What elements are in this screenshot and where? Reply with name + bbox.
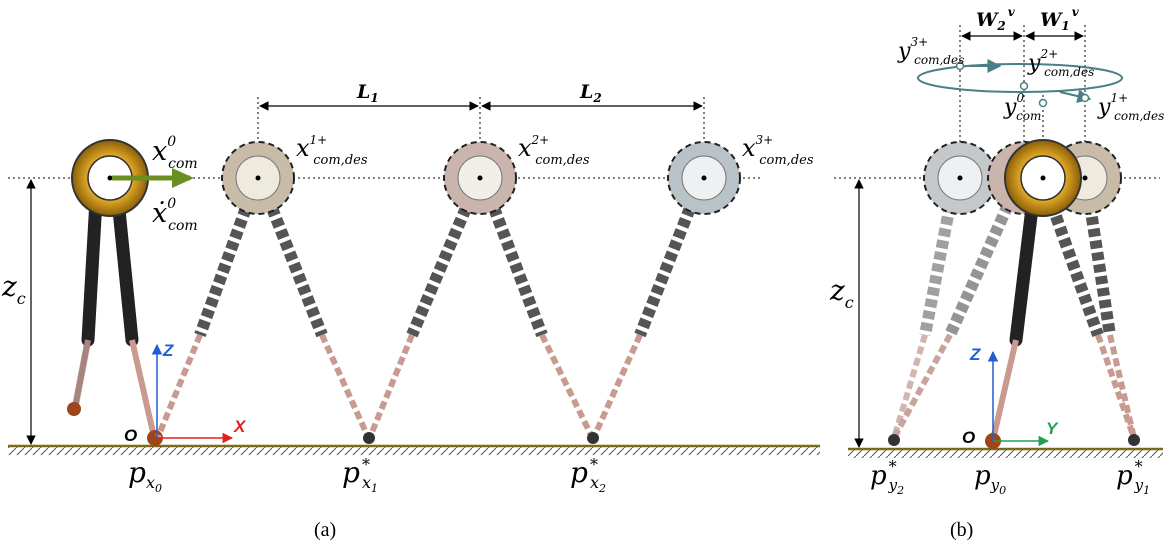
- px1-label: p*x1: [342, 455, 378, 495]
- origin-label-a: O: [124, 426, 137, 445]
- com-orbit-ellipse: [917, 63, 1123, 93]
- orbit-point-1: [1080, 93, 1090, 103]
- velocity-arrow-head: [172, 168, 194, 188]
- orbit-point-2: [1019, 81, 1029, 91]
- y3-des-label: y3+com,des: [897, 35, 964, 67]
- y-axis-label-b: Y: [1046, 419, 1059, 438]
- origin-label-b: O: [962, 428, 975, 447]
- y2-des-label: y2+com,des: [1027, 47, 1094, 79]
- py2-label: p*y2: [870, 457, 904, 497]
- desired-com-3-a: [667, 141, 741, 215]
- step-legs-a: [155, 205, 696, 439]
- orbit-point-0: [1038, 98, 1048, 108]
- initial-robot-a: [67, 139, 163, 446]
- current-leg-upper-b: [1009, 201, 1039, 347]
- zc-label-b: zc: [829, 274, 854, 312]
- x3-des-label: x3+com,des: [742, 133, 814, 168]
- y1-des-label: y1+com,des: [1097, 91, 1164, 123]
- x-axis-label-a: X: [233, 417, 247, 436]
- px0-label: px0: [128, 456, 162, 495]
- z-axis-label-a: Z: [162, 341, 174, 360]
- zc-label-a: zc: [1, 270, 26, 308]
- ground-hatch-b: [848, 449, 1163, 458]
- caption-b: (b): [950, 519, 973, 541]
- foot-2-b: [888, 434, 900, 446]
- com-3-center-b: [957, 175, 963, 181]
- px2-label: p*x2: [570, 455, 606, 495]
- foot-1-b: [1128, 434, 1140, 446]
- foot-1-a: [363, 432, 375, 444]
- w2-label: W2v: [976, 5, 1016, 33]
- x1-des-label: x1+com,des: [296, 133, 368, 168]
- current-leg-lower-b: [990, 339, 1019, 441]
- step-legs-b: [891, 202, 1137, 440]
- ground-hatch-a: [8, 446, 820, 455]
- desired-com-2-a: [443, 141, 517, 215]
- com-1-center-b: [1082, 175, 1088, 181]
- l2-label: L2: [579, 81, 602, 105]
- x2-des-label: x2+com,des: [518, 133, 590, 168]
- w1-label: W1v: [1040, 5, 1080, 33]
- orbit-point-3: [955, 61, 965, 71]
- caption-a: (a): [314, 519, 336, 541]
- foot-2-a: [587, 432, 599, 444]
- py0-label: py0: [974, 461, 1006, 497]
- l1-label: L1: [356, 81, 379, 105]
- py1-label: p*y1: [1116, 457, 1150, 497]
- desired-com-1-a: [221, 141, 295, 215]
- current-com-center-b: [1040, 175, 1046, 181]
- z-axis-label-b: Z: [969, 345, 981, 364]
